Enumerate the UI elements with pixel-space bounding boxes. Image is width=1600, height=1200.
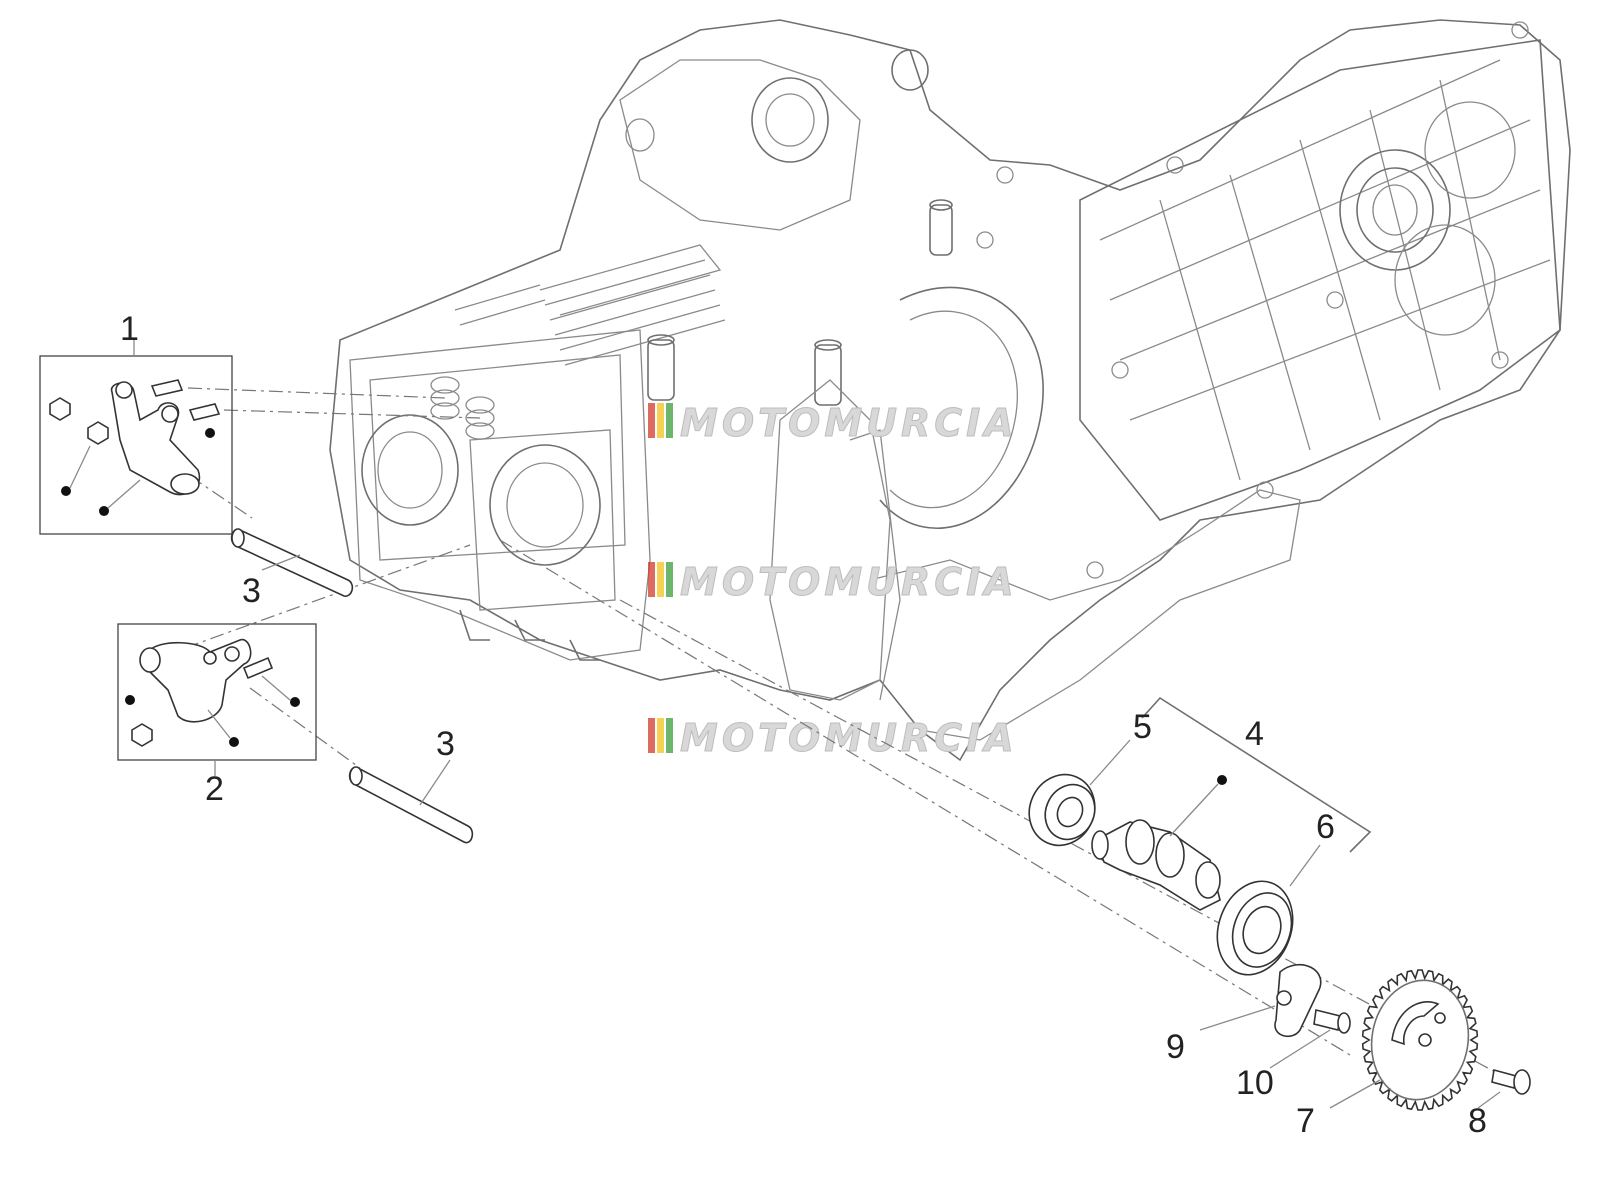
engine-crankcase-drawing [329,19,1571,762]
bearing-6[interactable] [1205,871,1305,986]
camshaft-bracket [1141,696,1372,853]
watermark-2: MOTOMURCIA [648,560,1018,605]
leader-lines [133,340,1501,1109]
camshaft[interactable] [1091,775,1227,911]
callout-10: 10 [1236,1064,1274,1102]
part-frame-1 [39,355,233,535]
screw-10[interactable] [1313,1009,1351,1034]
callout-labels: 1 2 3 3 4 5 6 7 8 9 10 [120,310,1487,1140]
rocker-arm-assembly-2[interactable] [117,623,317,761]
watermark-text: MOTOMURCIA [680,560,1018,604]
callout-7: 7 [1296,1102,1315,1140]
callout-4: 4 [1245,715,1264,753]
callout-1: 1 [120,310,139,348]
callout-9: 9 [1166,1028,1185,1066]
rocker-shaft-lower[interactable] [348,766,474,844]
camshaft-sprocket-7[interactable] [1361,969,1479,1111]
screw-8[interactable] [1491,1068,1531,1095]
decompressor-plate-9[interactable] [1274,963,1322,1038]
watermark-3: MOTOMURCIA [648,716,1018,761]
watermark-text: MOTOMURCIA [680,401,1018,445]
rocker-arm-assembly-1[interactable] [39,355,233,535]
callout-3-lower: 3 [436,725,455,763]
bearing-5[interactable] [1018,764,1106,856]
callout-2: 2 [205,770,224,808]
callout-3-upper: 3 [242,572,261,610]
watermark-text: MOTOMURCIA [680,716,1018,760]
callout-6: 6 [1316,808,1335,846]
watermark-1: MOTOMURCIA [648,401,1018,446]
callout-8: 8 [1468,1102,1487,1140]
rocker-shaft-upper[interactable] [230,528,354,597]
part-frame-2 [117,623,317,761]
callout-5: 5 [1133,708,1152,746]
